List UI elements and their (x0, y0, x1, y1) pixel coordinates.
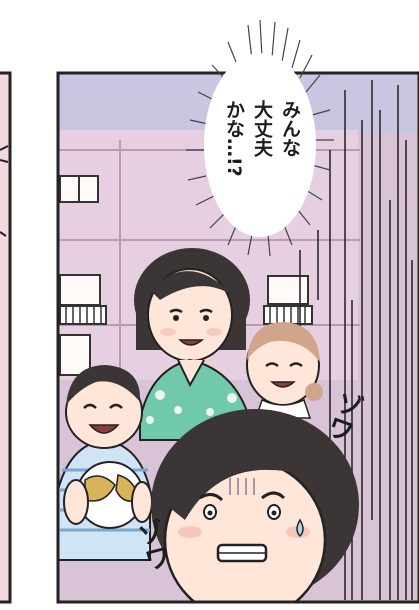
girl-character (246, 322, 323, 419)
boy-character (58, 365, 153, 561)
speech-line-2: 大丈夫 (251, 99, 273, 158)
worried-man-character (151, 409, 359, 602)
left-panel (0, 71, 12, 604)
speech-line-3: かな…!? (223, 100, 245, 177)
speech-bubble: みんな 大丈夫 かな…!? (186, 19, 334, 257)
speech-line-1: みんな (279, 100, 301, 157)
speed-lines (299, 80, 413, 600)
mother-character (134, 248, 251, 441)
